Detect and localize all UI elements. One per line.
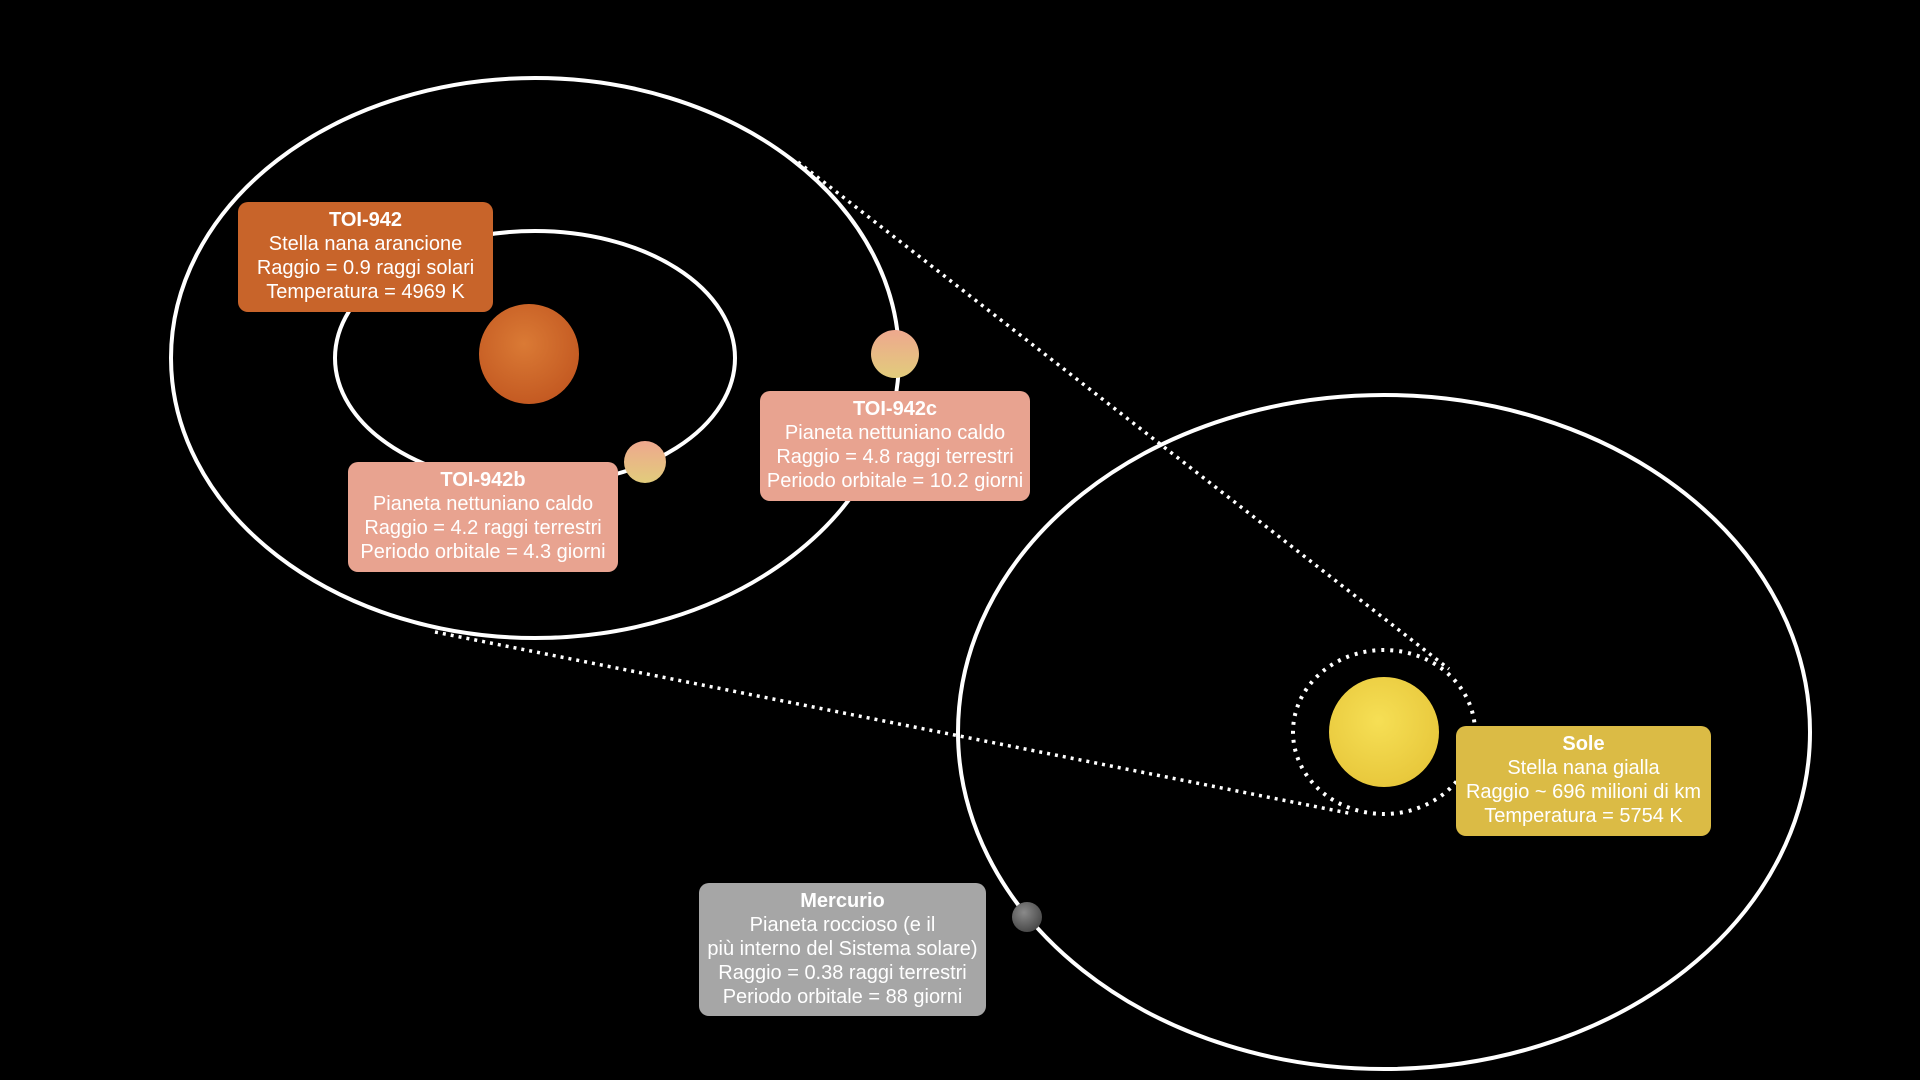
- toi942c-label: TOI-942c Pianeta nettuniano caldo Raggio…: [760, 391, 1030, 501]
- toi942b-line: Periodo orbitale = 4.3 giorni: [360, 541, 606, 563]
- toi942-line: Temperatura = 4969 K: [266, 281, 465, 303]
- sole-line: Raggio ~ 696 milioni di km: [1465, 781, 1702, 803]
- sun: [1329, 677, 1439, 787]
- toi942b-line: Raggio = 4.2 raggi terrestri: [364, 517, 602, 539]
- sole-line: Temperatura = 5754 K: [1484, 805, 1683, 827]
- toi942-line: Stella nana arancione: [268, 233, 463, 255]
- mercurio-line: Periodo orbitale = 88 giorni: [722, 986, 963, 1008]
- toi942-title: TOI-942: [329, 209, 402, 231]
- toi942b-title: TOI-942b: [440, 469, 526, 491]
- mercurio-line: Raggio = 0.38 raggi terrestri: [718, 962, 967, 984]
- mercurio-line: più interno del Sistema solare): [707, 938, 978, 960]
- sole-line: Stella nana gialla: [1507, 757, 1660, 779]
- toi942b-planet: [624, 441, 666, 483]
- toi942-star: [479, 304, 579, 404]
- zoom-line-bottom: [434, 630, 1354, 816]
- mercurio-title: Mercurio: [800, 890, 885, 912]
- toi942c-line: Raggio = 4.8 raggi terrestri: [776, 446, 1014, 468]
- toi942-line: Raggio = 0.9 raggi solari: [256, 257, 475, 279]
- toi942c-line: Periodo orbitale = 10.2 giorni: [766, 470, 1024, 492]
- zoom-line-top: [796, 160, 1451, 671]
- toi942-label: TOI-942 Stella nana arancione Raggio = 0…: [238, 202, 493, 312]
- mercury-planet: [1012, 902, 1042, 932]
- toi942c-planet: [871, 330, 919, 378]
- mercurio-label: Mercurio Pianeta roccioso (e il più inte…: [699, 883, 986, 1016]
- mercurio-line: Pianeta roccioso (e il: [749, 914, 936, 936]
- toi942b-label: TOI-942b Pianeta nettuniano caldo Raggio…: [348, 462, 618, 572]
- toi942c-line: Pianeta nettuniano caldo: [784, 422, 1006, 444]
- toi942c-title: TOI-942c: [852, 398, 938, 420]
- sole-label: Sole Stella nana gialla Raggio ~ 696 mil…: [1456, 726, 1711, 836]
- toi942b-line: Pianeta nettuniano caldo: [372, 493, 594, 515]
- sole-title: Sole: [1562, 733, 1605, 755]
- mercury-orbit: [956, 393, 1812, 1071]
